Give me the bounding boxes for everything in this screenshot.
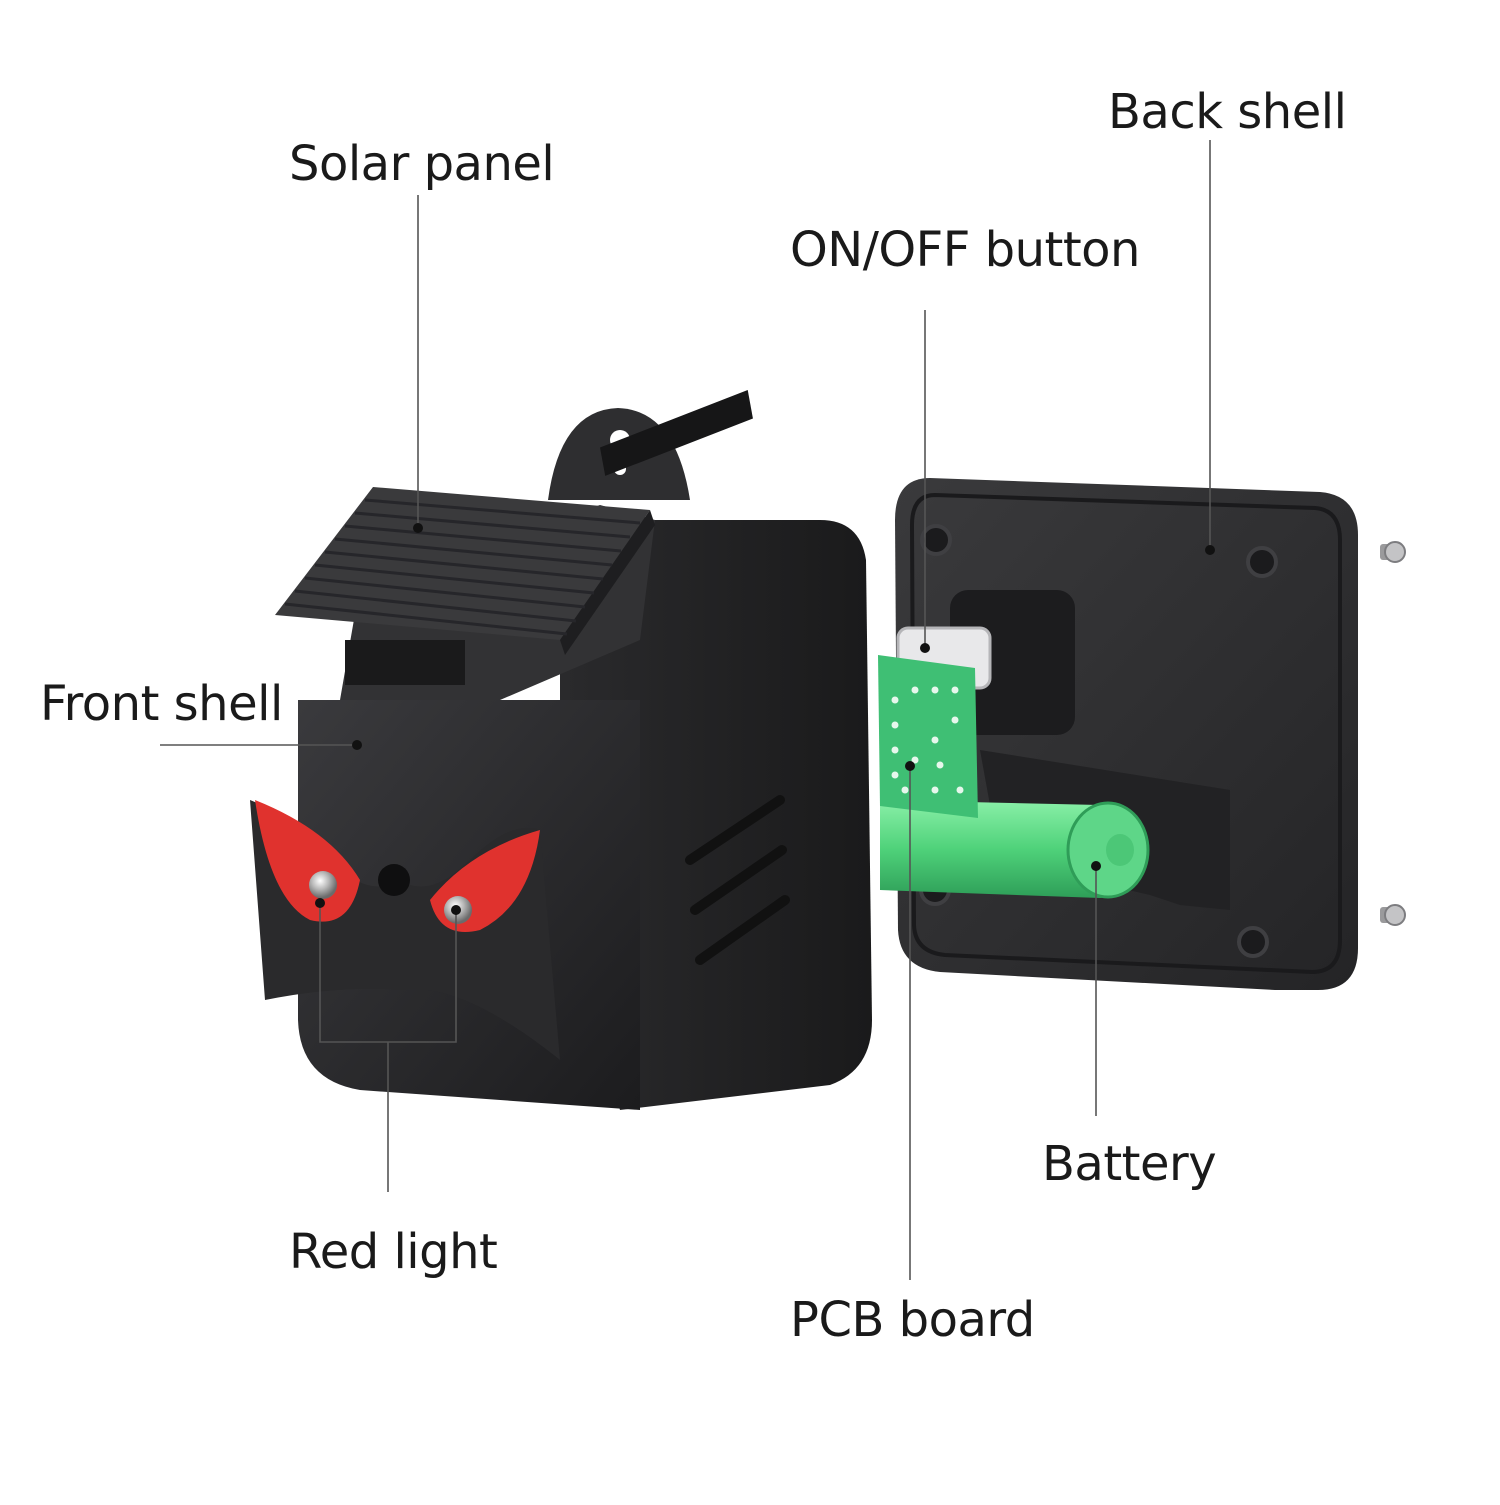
back-shell-unit bbox=[878, 478, 1358, 990]
solar-panel-surface bbox=[275, 487, 650, 640]
leader-lines bbox=[160, 140, 1211, 1280]
screws bbox=[1380, 541, 1406, 926]
solar-panel-lines bbox=[284, 498, 641, 636]
label-battery: Battery bbox=[1042, 1136, 1217, 1192]
screw-bottom bbox=[1380, 904, 1406, 926]
top-vent bbox=[600, 390, 753, 476]
sensor-lens bbox=[378, 864, 410, 896]
label-red-light: Red light bbox=[289, 1224, 498, 1280]
left-led bbox=[309, 871, 337, 899]
top-opening bbox=[345, 640, 465, 685]
pcb-board-surface bbox=[878, 655, 978, 818]
pcb-board-part bbox=[878, 655, 978, 818]
front-shell-unit bbox=[250, 390, 872, 1110]
label-pcb-board: PCB board bbox=[790, 1292, 1035, 1348]
solar-panel-edge bbox=[560, 510, 655, 655]
switch-housing bbox=[950, 590, 1075, 735]
leader-dots bbox=[315, 523, 1215, 915]
back-shell-rim bbox=[909, 492, 1342, 975]
battery-part bbox=[880, 800, 1150, 899]
label-on-off-button: ON/OFF button bbox=[790, 222, 1140, 278]
label-solar-panel: Solar panel bbox=[289, 136, 555, 192]
solar-panel bbox=[275, 487, 655, 655]
label-back-shell: Back shell bbox=[1108, 84, 1347, 140]
pcb-solder-points bbox=[891, 686, 964, 794]
screw-top bbox=[1380, 541, 1406, 563]
side-vents bbox=[685, 795, 790, 965]
label-front-shell: Front shell bbox=[40, 676, 283, 732]
battery-terminal bbox=[1106, 834, 1134, 866]
